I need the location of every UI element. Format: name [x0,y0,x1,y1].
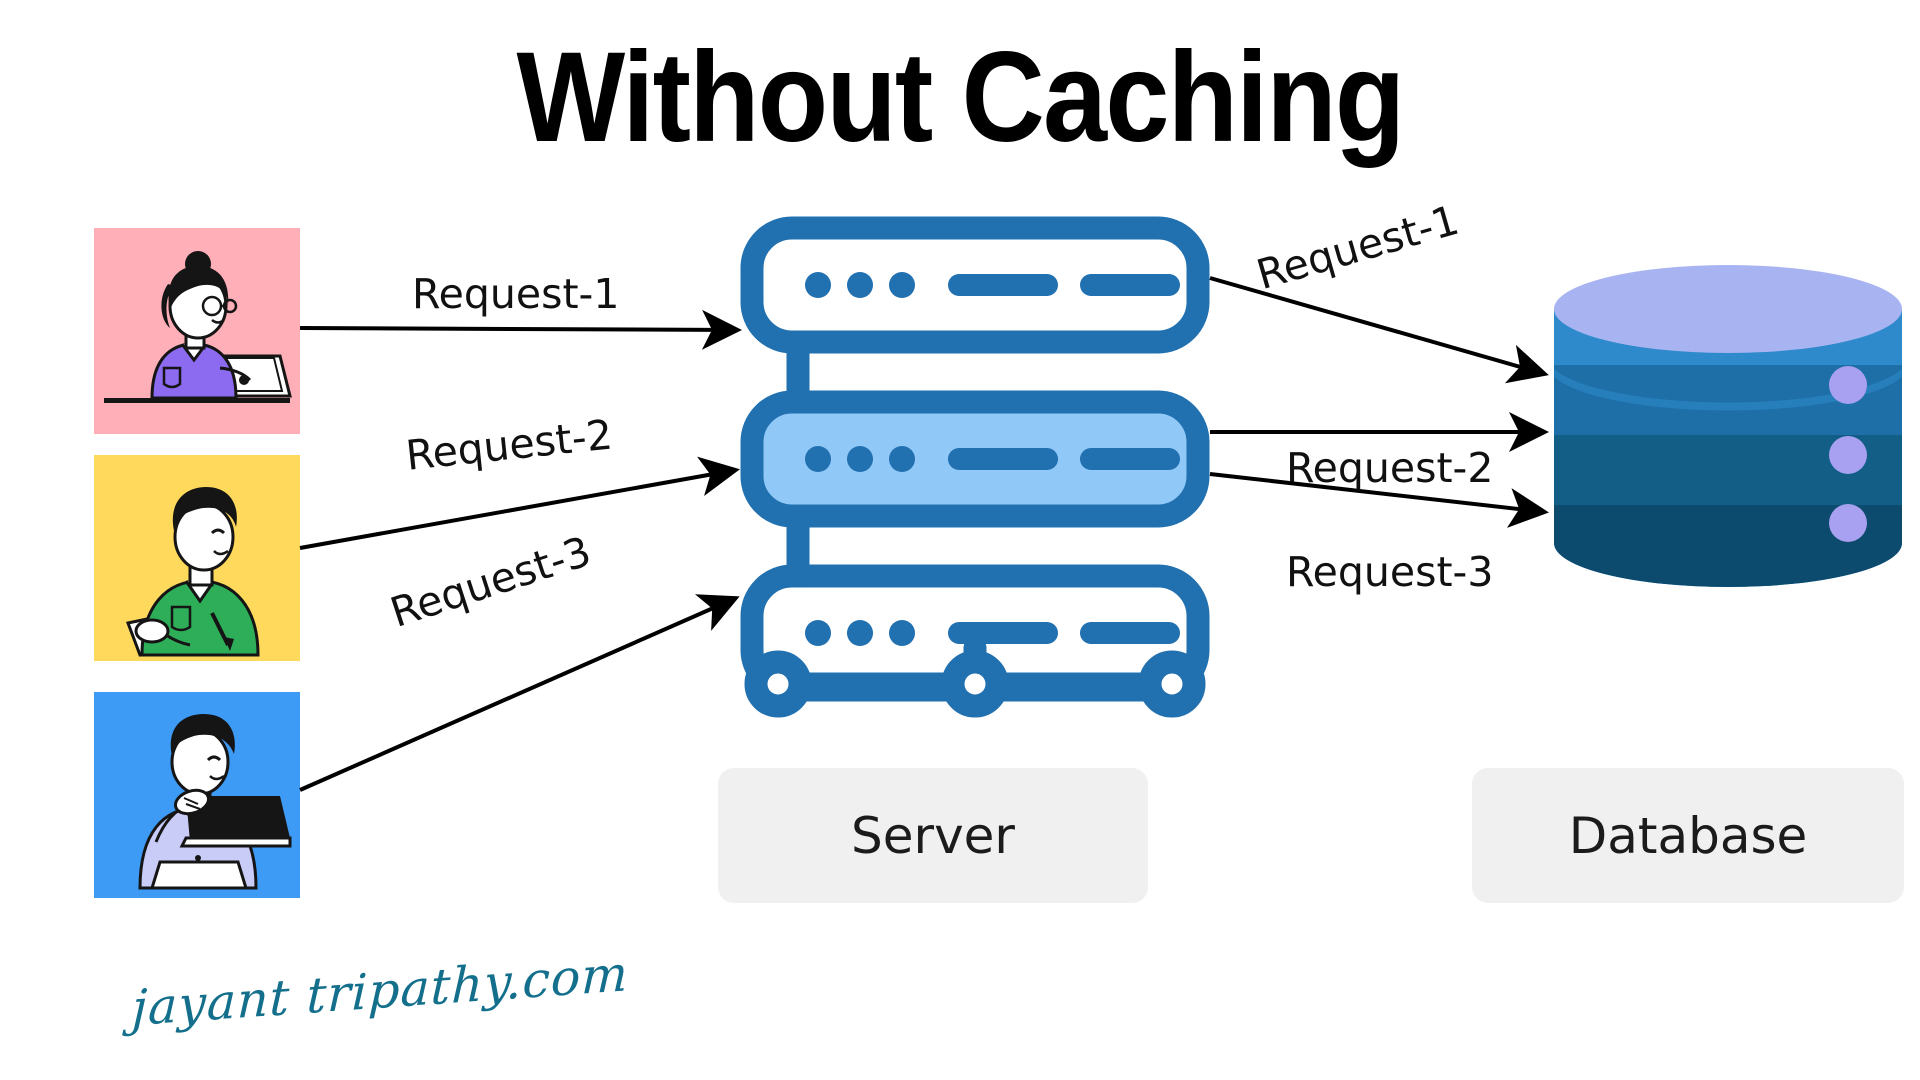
server-illustration [740,216,1210,718]
request-label-user1: Request-1 [412,270,620,318]
database-illustration [1554,265,1902,587]
user-avatar-2 [94,455,300,661]
database-dot-1 [1829,366,1867,404]
server-caption: Server [718,768,1148,903]
user-avatar-1 [94,228,300,434]
db-request-label-3: Request-3 [1286,548,1494,596]
database-dot-3 [1829,504,1867,542]
server-caption-label: Server [851,806,1015,865]
user-avatar-3 [94,692,300,898]
page-title: Without Caching [516,26,1405,169]
db-request-label-2: Request-2 [1286,444,1494,492]
database-caption: Database [1472,768,1904,903]
database-dot-2 [1829,436,1867,474]
watermark: jayant tripathy.com [130,945,630,1038]
arrow-user3-to-server [299,594,740,792]
database-caption-label: Database [1568,806,1808,865]
db-request-label-1: Request-1 [1251,195,1465,300]
arrow-user1-to-server [299,309,742,350]
arrow-user2-to-server [299,456,740,550]
arrow-server-to-db-1 [1209,276,1549,384]
request-label-user3: Request-3 [384,527,597,637]
request-label-user2: Request-2 [403,410,615,480]
